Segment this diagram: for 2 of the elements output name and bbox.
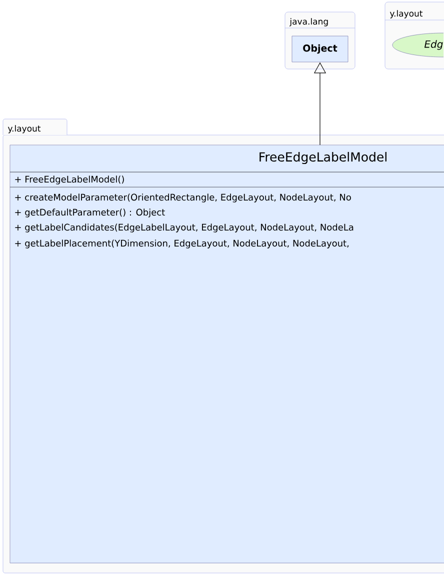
class-box: FreeEdgeLabelModel + FreeEdgeLabelModel() + createModelParameter(OrientedRectangle, EdgeLayout, NodeLayout, No + getDefaultParameter() : Object + getLabelCandidates(EdgeLabelLayout, EdgeLayout, NodeLayout, NodeLa + getLabelPlacement(YDimension, EdgeLayout, NodeLayout, NodeLayout, bbox=[10, 144, 444, 564]
class-box: Object bbox=[292, 36, 348, 62]
